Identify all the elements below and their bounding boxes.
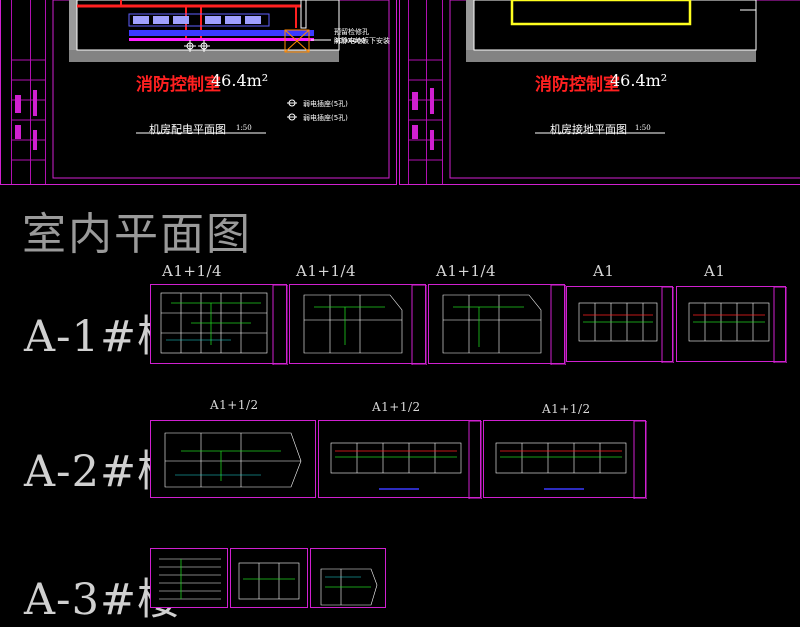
room-area: 46.4m² bbox=[610, 71, 668, 90]
sheet-label: A1+1/4 bbox=[162, 262, 223, 280]
power-distribution-plan bbox=[11, 0, 390, 179]
drawing-sheet-a1-4[interactable] bbox=[566, 286, 674, 363]
sheet-label: A1+1/2 bbox=[542, 402, 591, 416]
top-left-drawing-panel: 预留检修孔400X400 防静电地板下安装 消防控制室 46.4m² 弱电插座(… bbox=[0, 0, 397, 185]
sheet-label: A1+1/4 bbox=[436, 262, 497, 280]
drawing-sheet-a2-2[interactable] bbox=[318, 420, 482, 499]
title-block-strip bbox=[11, 0, 12, 184]
drawing-sheet-a2-3[interactable] bbox=[483, 420, 647, 499]
plan-title: 机房配电平面图 bbox=[149, 123, 226, 136]
drawing-sheet-a1-1[interactable] bbox=[150, 284, 288, 365]
top-right-drawing-panel: 消防控制室 46.4m² 机房接地平面图 1:50 bbox=[399, 0, 800, 185]
room-area: 46.4m² bbox=[211, 71, 269, 90]
plan-scale: 1:50 bbox=[236, 124, 252, 132]
sheet-label: A1 bbox=[593, 262, 615, 280]
section-title: 室内平面图 bbox=[22, 209, 252, 260]
drawing-sheet-a1-2[interactable] bbox=[289, 284, 427, 365]
title-block-strip bbox=[408, 0, 409, 184]
room-name: 消防控制室 bbox=[136, 75, 221, 95]
drawing-sheet-a3-3[interactable] bbox=[310, 548, 386, 608]
plan-scale: 1:50 bbox=[635, 124, 651, 132]
plan-title: 机房接地平面图 bbox=[550, 123, 627, 136]
note-line-1: 预留检修孔400X400 bbox=[334, 28, 369, 45]
drawing-sheet-a3-1[interactable] bbox=[150, 548, 228, 608]
legend-item-2: 弱电插座(5孔) bbox=[303, 114, 348, 122]
sheet-label: A1+1/2 bbox=[372, 400, 421, 414]
drawing-sheet-a1-5[interactable] bbox=[676, 286, 787, 363]
grounding-plan bbox=[408, 0, 800, 179]
sheet-label: A1+1/2 bbox=[210, 398, 259, 412]
drawing-sheet-a2-1[interactable] bbox=[150, 420, 316, 498]
note-line-2: 防静电地板下安装 bbox=[334, 37, 390, 45]
drawing-sheet-a3-2[interactable] bbox=[230, 548, 308, 608]
legend-item-1: 弱电插座(5孔) bbox=[303, 100, 348, 108]
sheet-label: A1 bbox=[704, 262, 726, 280]
drawing-sheet-a1-3[interactable] bbox=[428, 284, 566, 365]
room-name: 消防控制室 bbox=[535, 75, 620, 95]
sheet-label: A1+1/4 bbox=[296, 262, 357, 280]
